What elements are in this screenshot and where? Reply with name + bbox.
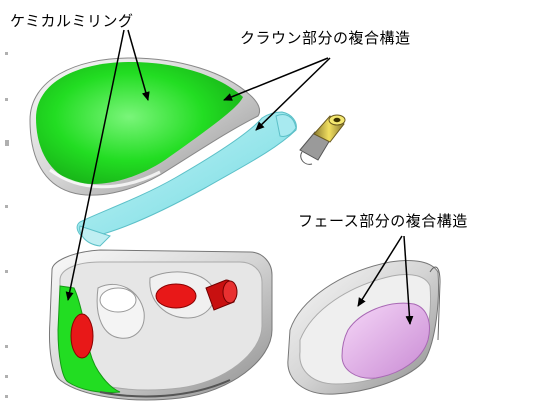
arrow-crown-1: [223, 57, 329, 101]
label-chemical-milling: ケミカルミリング: [10, 12, 134, 30]
arrow-crown-2: [255, 57, 331, 131]
arrow-milling-crown: [127, 29, 150, 101]
arrow-face-1: [357, 235, 403, 307]
hosel: [299, 114, 346, 165]
crown-composite-insert: [76, 111, 297, 247]
arrow-face-2: [403, 235, 414, 325]
label-crown-composite: クラウン部分の複合構造: [240, 29, 411, 47]
arrow-milling-sole: [65, 29, 125, 301]
crown-shell: [29, 57, 261, 196]
edge-marks: [5, 52, 9, 398]
sole-body: [49, 249, 273, 401]
face-composite: [287, 259, 441, 395]
weight-left: [70, 313, 94, 359]
chemical-milling-green-area: [36, 62, 243, 184]
weight-center: [155, 283, 197, 309]
weight-right: [222, 280, 238, 304]
label-face-composite: フェース部分の複合構造: [298, 212, 468, 230]
arrows: [65, 29, 414, 325]
